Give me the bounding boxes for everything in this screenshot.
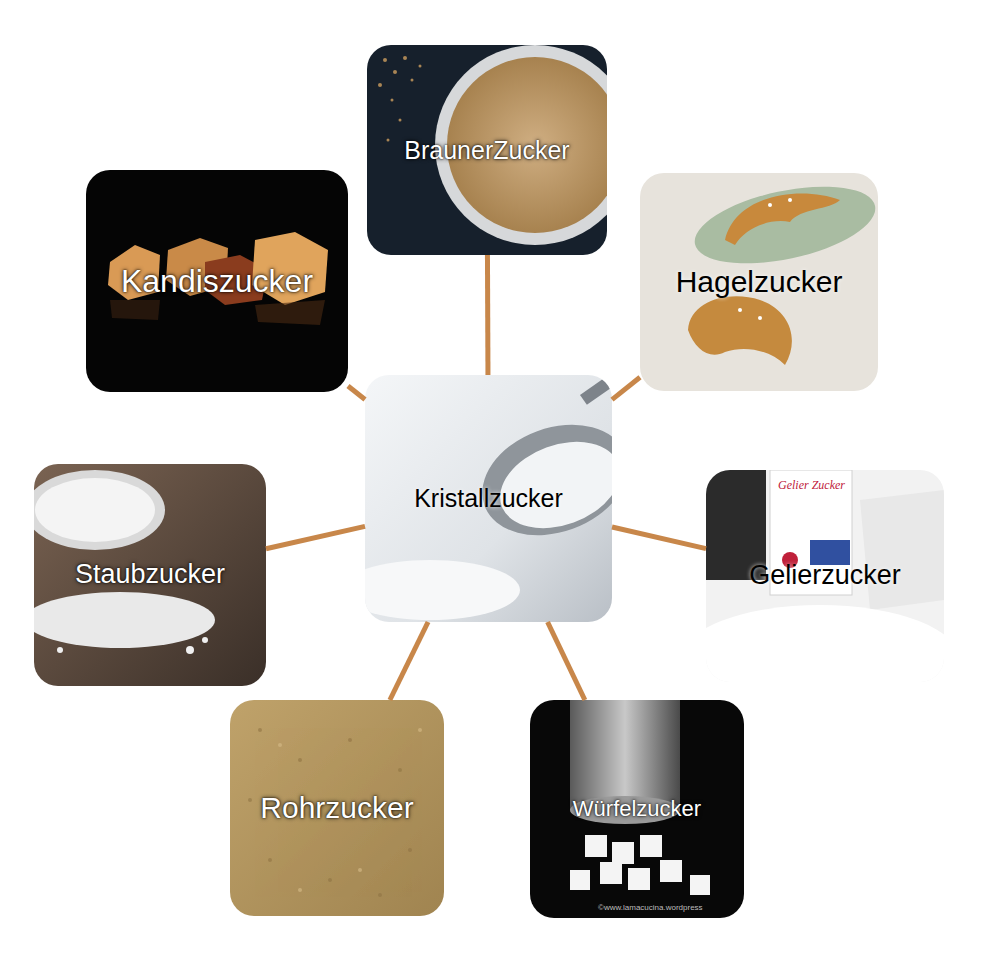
photo-tile: Kristallzucker — [365, 375, 612, 622]
watermark: ©www.lamacucina.wordpress — [598, 903, 703, 912]
photo-tile: BraunerZucker — [367, 45, 607, 255]
rock-candy-photo — [86, 170, 348, 392]
connector-line — [487, 255, 489, 375]
photo-tile: Gelierzucker — [706, 470, 944, 682]
granulated-sugar-photo — [365, 375, 612, 622]
photo-tile: Kandiszucker — [86, 170, 348, 392]
photo-tile: Hagelzucker — [640, 173, 878, 391]
tile-label: Staubzucker — [75, 559, 225, 590]
photo-tile: Würfelzucker — [530, 700, 744, 918]
tile-label: Gelierzucker — [749, 560, 901, 591]
jam-sugar-photo — [706, 470, 944, 682]
connector-line — [348, 386, 365, 400]
photo-tile: Rohrzucker — [230, 700, 444, 916]
tile-label: Kristallzucker — [414, 484, 563, 513]
tile-label: Rohrzucker — [260, 791, 413, 826]
photo-tile: Staubzucker — [34, 464, 266, 686]
powdered-sugar-photo — [34, 464, 266, 686]
sugar-cube-photo — [530, 700, 744, 918]
connector-line — [612, 377, 640, 399]
cane-sugar-photo — [230, 700, 444, 916]
connector-line — [390, 622, 428, 700]
tile-label: BraunerZucker — [404, 136, 569, 165]
pearl-sugar-photo — [640, 173, 878, 391]
connector-line — [266, 526, 365, 548]
package-label: Gelier Zucker — [778, 478, 845, 493]
tile-label: Kandiszucker — [121, 263, 313, 300]
brown-sugar-photo — [367, 45, 607, 255]
tile-label: Würfelzucker — [573, 796, 701, 821]
tile-label: Hagelzucker — [676, 265, 843, 300]
connector-line — [612, 527, 706, 549]
connector-line — [548, 622, 585, 700]
